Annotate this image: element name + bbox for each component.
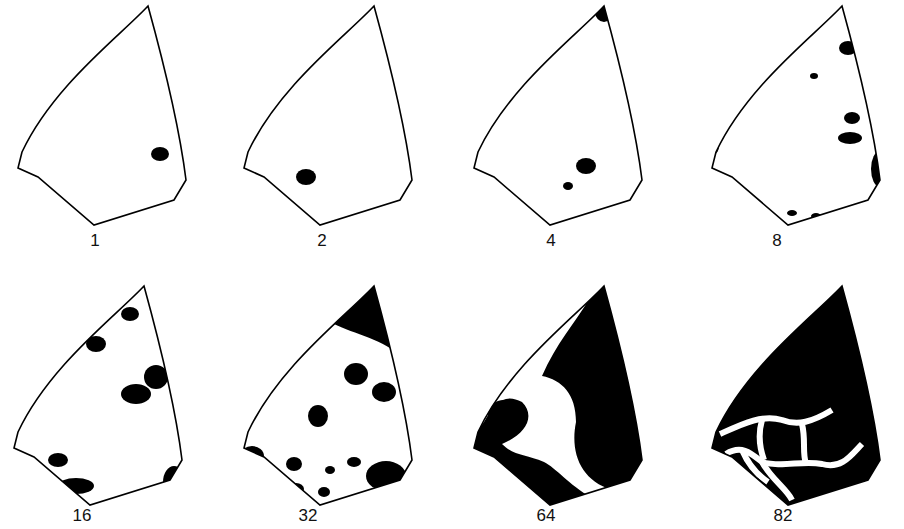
leaf <box>474 2 642 225</box>
severity-value: 2 <box>317 232 326 251</box>
leaf <box>464 284 654 514</box>
leaf <box>240 284 414 505</box>
severity-value: 8 <box>772 232 781 251</box>
leaf <box>244 6 412 225</box>
leaf <box>702 284 892 514</box>
leaf <box>709 6 889 225</box>
severity-value: 32 <box>299 507 318 526</box>
severity-value: 1 <box>90 232 99 251</box>
leaf <box>14 286 185 505</box>
severity-value: 16 <box>73 507 92 526</box>
leaf <box>18 6 186 225</box>
severity-value: 82 <box>774 507 793 526</box>
severity-value: 64 <box>537 507 556 526</box>
severity-value: 4 <box>546 232 555 251</box>
